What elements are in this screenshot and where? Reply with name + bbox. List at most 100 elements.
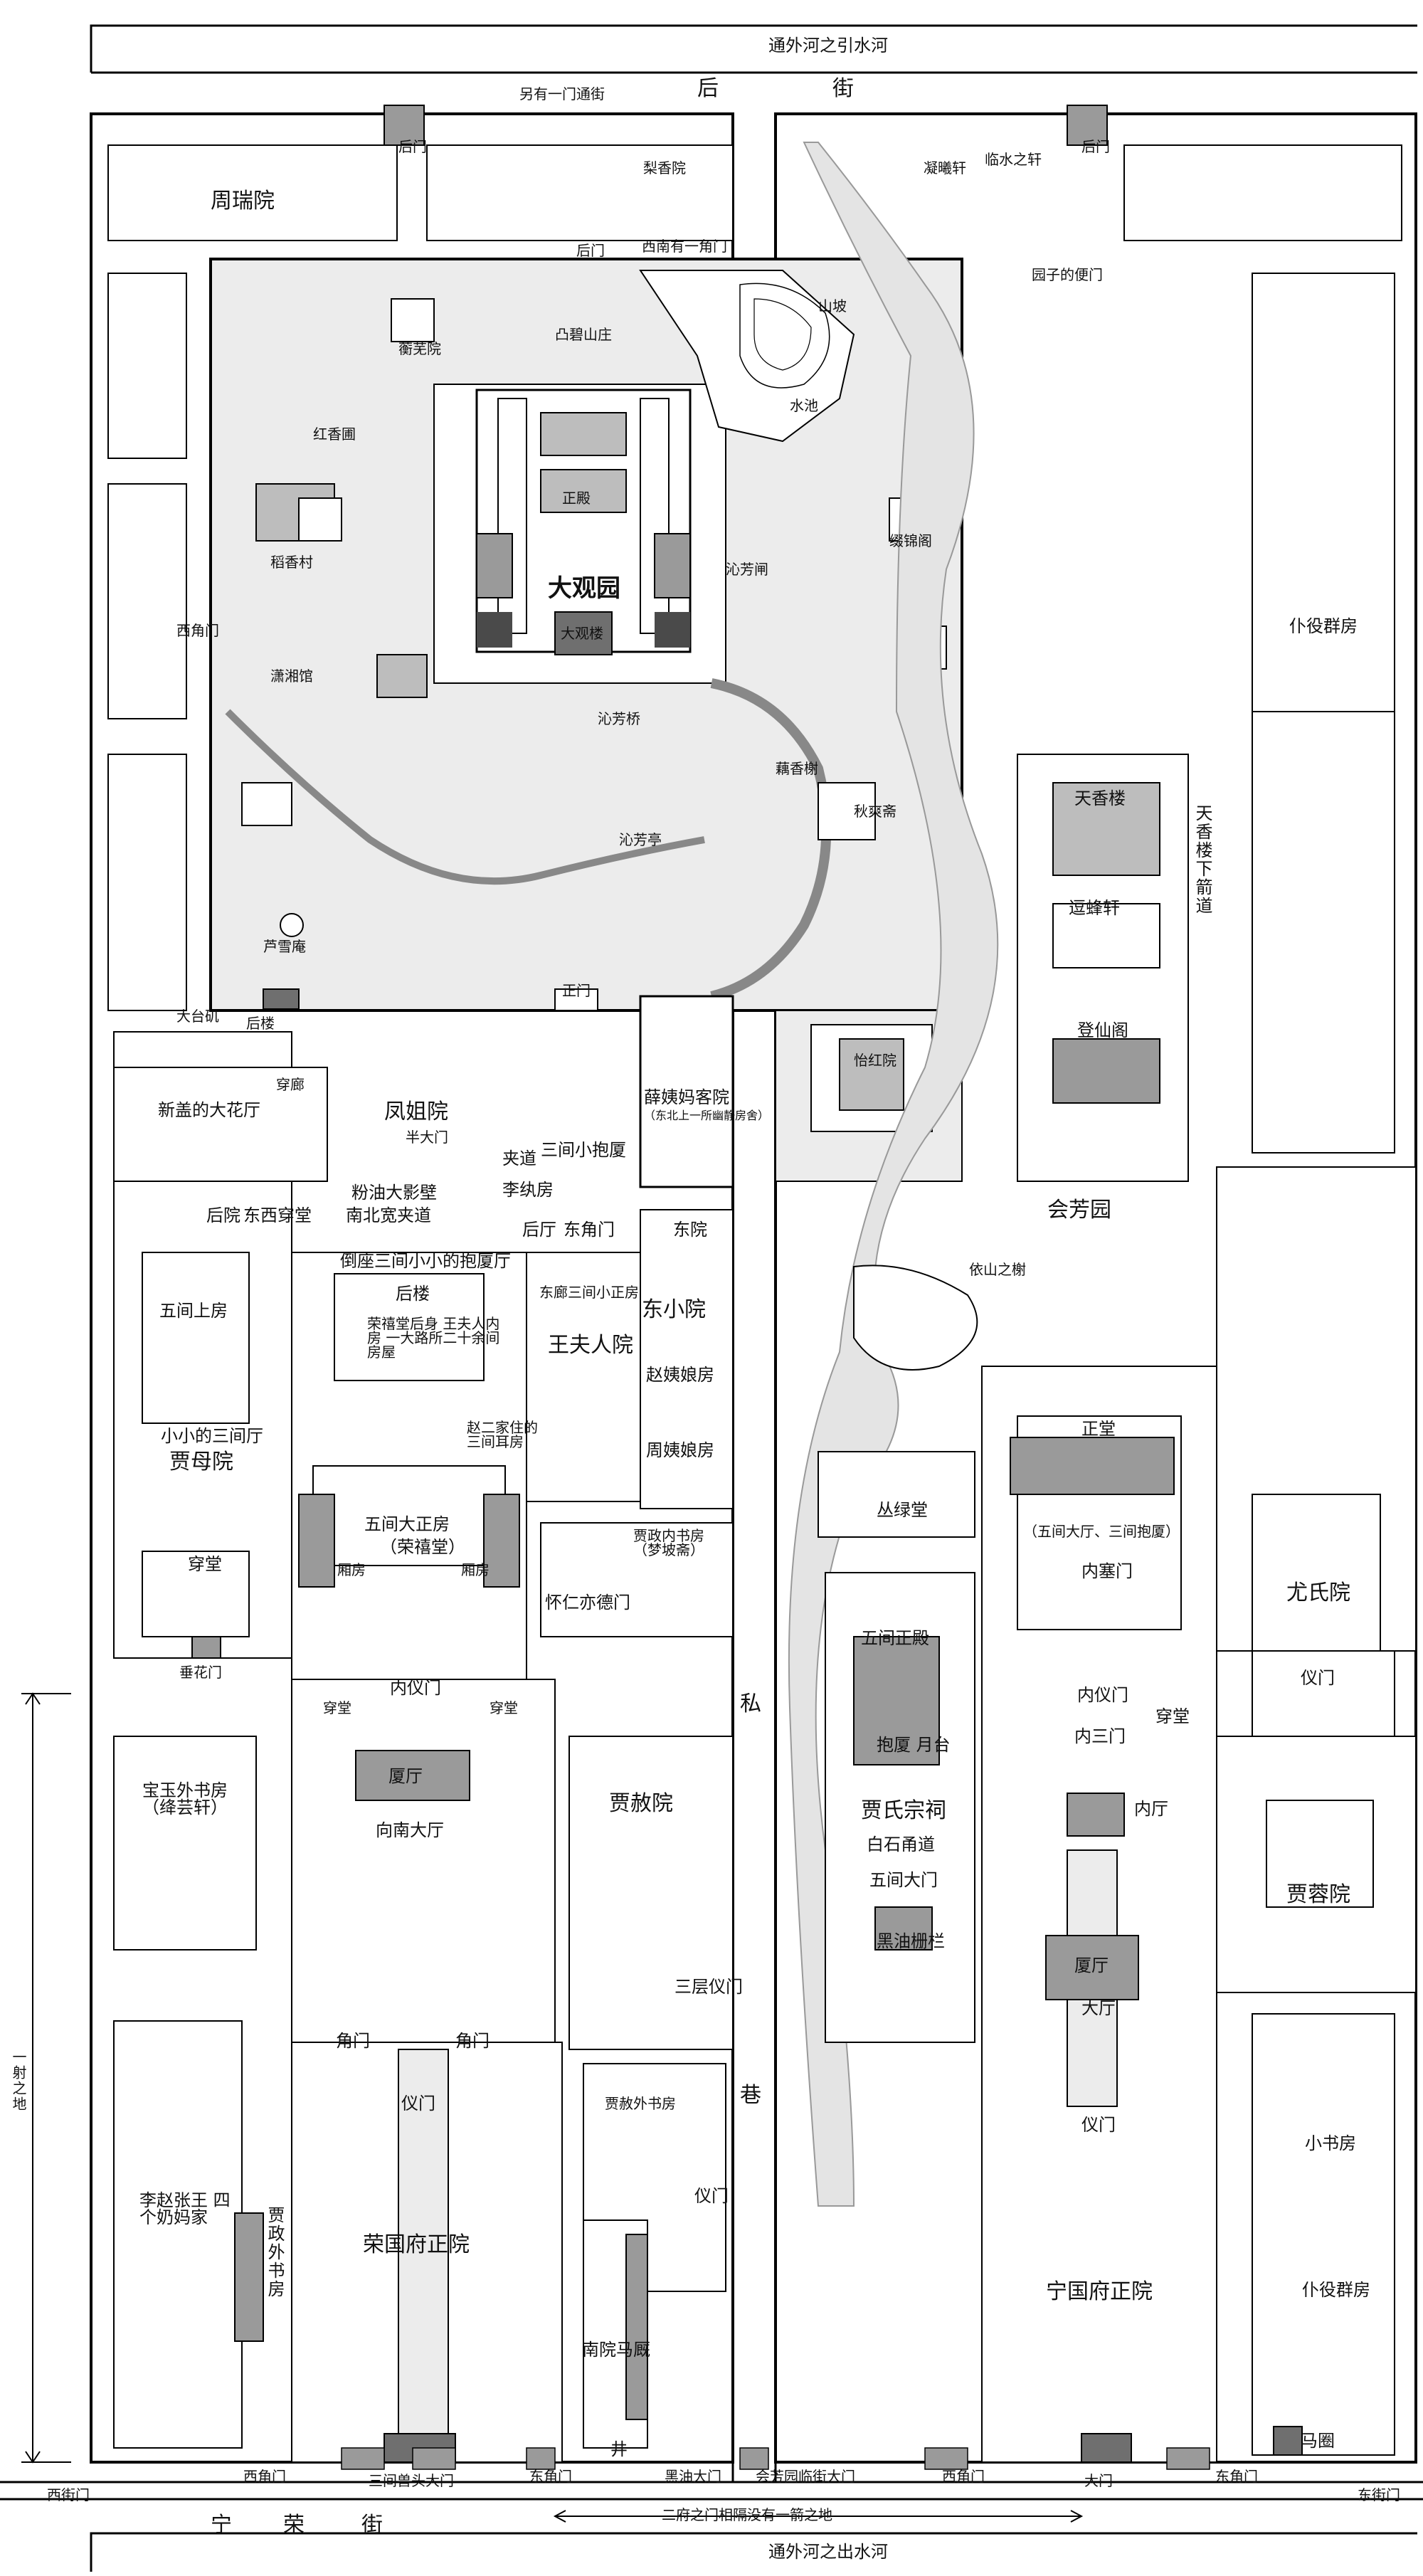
garden-back-gate: 后门 — [576, 242, 605, 259]
garden-front-gate: 正门 — [562, 982, 591, 999]
daoxiang-label: 稻香村 — [270, 554, 313, 571]
triple-gate-label: 三层仪门 — [675, 1977, 743, 1997]
servants-quarters-top: 仆役群房 — [1289, 616, 1358, 636]
back-court-label: 后院 — [206, 1205, 240, 1225]
xiaoxiang-label: 潇湘馆 — [270, 667, 313, 685]
jiamu-hall-label: 穿堂 — [188, 1554, 222, 1574]
jiamu-court — [113, 1031, 328, 1659]
grand-hall-label: 大厅 — [1081, 1998, 1116, 2018]
screen-wall-label: 粉油大影壁 — [351, 1183, 437, 1203]
rongxi-hall-label: （荣禧堂） — [380, 1537, 465, 1557]
beast-head-gate: 三间兽头大门 — [369, 2472, 454, 2489]
hanging-flower-gate: 垂花门 — [179, 1664, 222, 1681]
ningrong-street-3: 街 — [361, 2513, 383, 2538]
top-river-label: 通外河之引水河 — [768, 36, 888, 56]
ningguo-main-label: 宁国府正院 — [1046, 2279, 1153, 2304]
jiamu-label: 红香圃 — [313, 426, 356, 443]
ningguo-main-gate: 大门 — [1084, 2472, 1113, 2489]
rongguo-back-gate: 后门 — [398, 138, 427, 155]
zhengdian-label: 正殿 — [562, 490, 591, 507]
wing-room-right: 厢房 — [461, 1561, 490, 1578]
daguanlou-label: 大观楼 — [561, 625, 603, 642]
rongguo-north-blocks — [107, 105, 734, 1011]
jiazheng-study-label: 贾政内书房（梦坡斋） — [633, 1527, 704, 1558]
inner-ceremony-gate-ningguo: 内仪门 — [1077, 1685, 1128, 1705]
back-building-label: 后楼 — [246, 1015, 275, 1032]
linshui-label: 临水之轩 — [985, 151, 1042, 168]
bottom-river — [90, 2532, 1417, 2572]
reverse-hall-label: 倒座三间小小的抱厦厅 — [340, 1251, 511, 1271]
ningguo-east-gate: 东角门 — [1215, 2468, 1258, 2485]
tuisi-label: 缀锦阁 — [889, 532, 932, 549]
five-room-label: 五间上房 — [159, 1301, 228, 1321]
gates — [341, 2447, 1210, 2470]
jiashe-study-label: 贾赦外书房 — [605, 2095, 676, 2112]
hengwu-label: 蘅芜院 — [398, 340, 441, 357]
baoyu-study-label: 宝玉外书房（绛芸轩） — [142, 1780, 228, 1817]
shot-distance-arrow — [21, 1692, 71, 2464]
porch-hall-label: 厦厅 — [1074, 1955, 1109, 1975]
ningrong-street-2: 荣 — [283, 2513, 305, 2538]
wing-room-left: 厢房 — [337, 1561, 366, 1578]
back-hall-label: 后厅 — [522, 1220, 556, 1240]
huifang-garden — [788, 142, 1189, 2207]
li-wan-room-label: 李纨房 — [502, 1180, 554, 1200]
wangfuren-court-label: 王夫人院 — [548, 1333, 633, 1358]
ningguo-corridor: 穿堂 — [1155, 1706, 1190, 1726]
youshi-gate-label: 仪门 — [1301, 1668, 1335, 1688]
luxue-label: 芦雪庵 — [263, 938, 306, 955]
five-gate-label: 五间大门 — [869, 1870, 938, 1890]
dengxian-label: 登仙阁 — [1077, 1020, 1128, 1040]
stable-label: 南院马厩 — [582, 2340, 650, 2360]
doufeng-label: 逗蜂轩 — [1069, 898, 1120, 918]
small-porch-label: 三间小抱厦 — [541, 1140, 626, 1160]
east-west-hall-label: 东西穿堂 — [243, 1205, 312, 1225]
side-gate-label: 园子的便门 — [1032, 266, 1103, 283]
benevolence-gate-label: 怀仁亦德门 — [545, 1593, 630, 1612]
xue-court-label: 薛姨妈客院 — [644, 1087, 729, 1107]
big-terrace-label: 大台矶 — [176, 1008, 219, 1025]
ancestral-hall-label: 贾氏宗祠 — [861, 1798, 946, 1823]
bottom-river-label: 通外河之出水河 — [768, 2542, 888, 2562]
jiashe-court-label: 贾赦院 — [609, 1791, 673, 1816]
east-small-court-label: 东小院 — [642, 1297, 706, 1322]
corner-gate-left: 角门 — [336, 2031, 370, 2051]
passage-label: 夹道 — [502, 1149, 536, 1168]
inner-third-gate: 内三门 — [1074, 1726, 1126, 1746]
rongguo-main-court — [113, 1679, 734, 2463]
ouxiang-label: 藕香榭 — [776, 760, 818, 777]
black-fence-label: 黑油栅栏 — [877, 1931, 945, 1951]
gate-distance-arrow — [553, 2510, 1084, 2523]
five-hall-note: （五间大厅、三间抱厦） — [1023, 1523, 1180, 1540]
corner-gate-right: 角门 — [455, 2031, 490, 2051]
shuichi-label: 水池 — [790, 397, 818, 414]
corridor-label: 穿廊 — [276, 1076, 305, 1093]
ningguo-main-court — [818, 1366, 1217, 2463]
ceremony-gate-2: 仪门 — [694, 2186, 729, 2206]
jiazheng-outer-study: 贾政外书房 — [265, 2206, 285, 2298]
ningguo-west-gate: 西角门 — [942, 2468, 985, 2485]
private-lane-2: 巷 — [740, 2083, 761, 2108]
top-river — [90, 24, 1417, 74]
west-street-gate: 西街门 — [47, 2486, 90, 2503]
stone-path-label: 白石甬道 — [867, 1835, 935, 1854]
jiamu-court-label: 贾母院 — [169, 1450, 233, 1474]
zhao-concubine-label: 赵姨娘房 — [646, 1365, 714, 1385]
rongxi-court — [291, 1209, 734, 1680]
lixiangyuan-label: 梨香院 — [643, 159, 686, 176]
yishan-label: 依山之榭 — [969, 1261, 1026, 1278]
huifang-street-gate: 会芳园临街大门 — [756, 2468, 855, 2485]
grandview-garden — [209, 258, 963, 1012]
small-study-label: 小书房 — [1305, 2133, 1356, 2153]
east-street-gate: 东街门 — [1358, 2486, 1400, 2503]
inner-ceremony-gate: 内仪门 — [390, 1678, 441, 1698]
ceremony-gate-label: 仪门 — [401, 2094, 435, 2113]
qinfangqiao-label: 沁芳桥 — [598, 710, 640, 727]
ningguo-back-gate: 后门 — [1081, 138, 1110, 155]
ningguo-ceremony-gate: 仪门 — [1081, 2115, 1116, 2135]
youshi-court-label: 尤氏院 — [1286, 1580, 1350, 1605]
main-hall-label: 五间大正房 — [364, 1514, 450, 1534]
back-gate-note: 另有一门通街 — [519, 85, 605, 102]
yihongyuan-label: 怡红院 — [854, 1052, 896, 1069]
east-court-label: 东院 — [673, 1220, 707, 1240]
